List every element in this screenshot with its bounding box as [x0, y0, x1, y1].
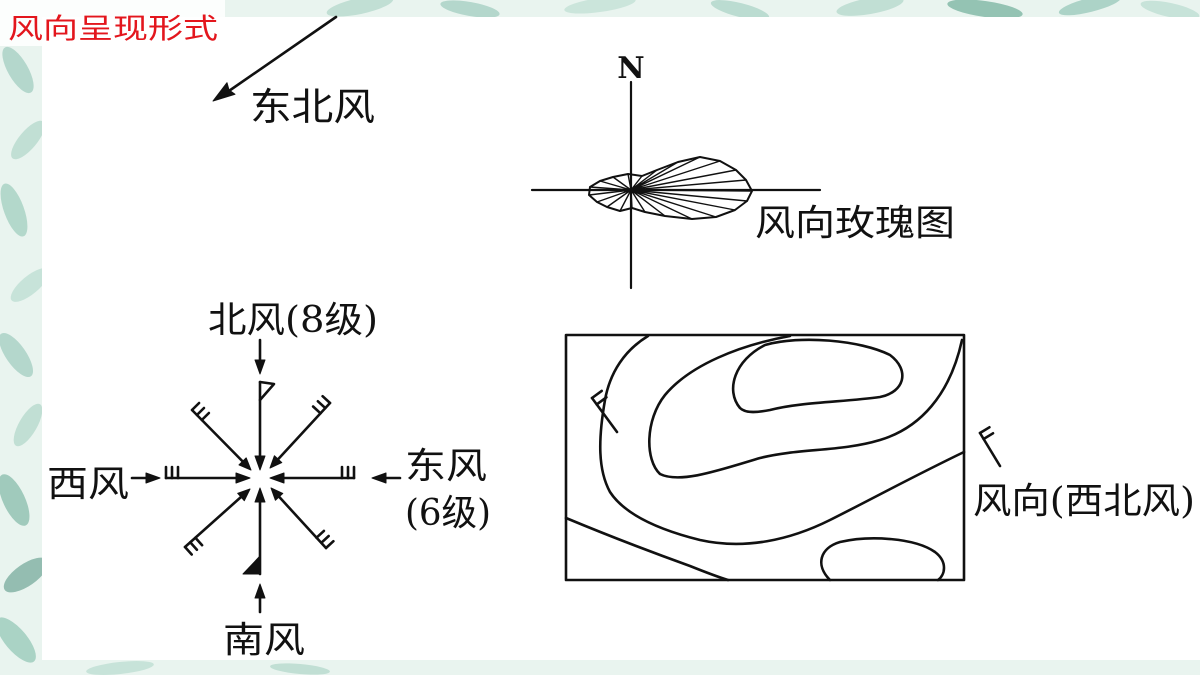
northwest-barb-staff: [190, 408, 244, 463]
leaf: [0, 617, 36, 663]
west-barb-arrowhead: [235, 472, 251, 484]
north-barb-pennant: [258, 380, 276, 402]
northeast-barb-arrowhead: [269, 455, 283, 469]
north-indicator-arrowhead: [254, 359, 266, 375]
leaf: [10, 268, 50, 302]
wind-arrow-head: [212, 82, 236, 102]
northwest-barb-feathers: [190, 401, 211, 422]
east-indicator-arrowhead: [371, 472, 387, 484]
wind-rose-label: 风向玫瑰图: [755, 203, 955, 244]
leaf: [0, 474, 30, 526]
leaf: [1058, 0, 1122, 16]
east-barb-feathers: [340, 465, 356, 480]
leaf: [3, 557, 49, 593]
leaf: [13, 403, 43, 447]
wind-arrow-shaft: [224, 15, 338, 95]
leaf: [11, 120, 45, 160]
leaf: [86, 661, 154, 675]
legend-wind-barb-feathers: [978, 426, 995, 441]
east-barb-arrowhead: [269, 472, 285, 484]
east-wind-label: 东风: [405, 446, 487, 487]
arrow-label: 东北风: [250, 85, 375, 129]
southwest-barb-feathers: [183, 536, 204, 556]
contour-closed-loop: [731, 338, 904, 414]
wind-rose: N 风向玫瑰图: [530, 51, 955, 290]
north-barb-arrowhead: [254, 455, 266, 471]
leaf: [1140, 0, 1200, 20]
leaf: [710, 0, 770, 20]
contour-line: [564, 516, 730, 582]
north-wind-label: 北风(8级): [208, 300, 378, 341]
contour-map: 风向(西北风): [564, 333, 1195, 582]
southeast-barb-feathers: [315, 529, 335, 550]
wind-rose-outline: [588, 156, 753, 220]
wind-barb-diagram: 北风(8级) 西风 东风 (6级): [47, 300, 491, 661]
leaf: [947, 0, 1023, 19]
leaf: [2, 46, 34, 94]
leaf: [0, 332, 34, 378]
northwest-barb-arrowhead: [238, 457, 252, 471]
slide-title: 风向呈现形式: [8, 12, 218, 45]
leaf: [326, 0, 394, 17]
title-backdrop: [0, 0, 225, 46]
leaf: [0, 183, 28, 237]
leaf: [836, 0, 904, 16]
south-wind-label: 南风: [223, 620, 305, 661]
contour-closed-loop: [820, 537, 946, 582]
southwest-barb-arrowhead: [237, 488, 251, 502]
northeast-barb-feathers: [311, 394, 332, 415]
map-frame: [564, 333, 966, 582]
west-wind-label: 西风: [47, 464, 129, 505]
west-indicator-arrowhead: [145, 472, 161, 484]
south-barb-pennant: [242, 555, 261, 575]
southwest-barb-staff: [183, 495, 243, 549]
content-panel: [42, 17, 1200, 660]
south-indicator-arrowhead: [254, 583, 266, 599]
north-label: N: [617, 51, 644, 86]
southeast-barb-arrowhead: [270, 487, 284, 501]
west-barb-feathers: [164, 465, 180, 480]
southeast-barb-staff: [277, 495, 328, 550]
wind-rose-spokes: [588, 156, 753, 220]
map-wind-barb-feathers: [590, 389, 608, 406]
contour-line: [648, 334, 964, 479]
arrow-representation: 东北风: [212, 15, 375, 129]
east-wind-level: (6级): [405, 493, 491, 534]
contour-map-label: 风向(西北风): [973, 481, 1195, 522]
leaf: [440, 0, 500, 18]
south-barb-arrowhead: [254, 487, 266, 503]
leaf: [564, 0, 636, 14]
leaf: [270, 663, 330, 675]
